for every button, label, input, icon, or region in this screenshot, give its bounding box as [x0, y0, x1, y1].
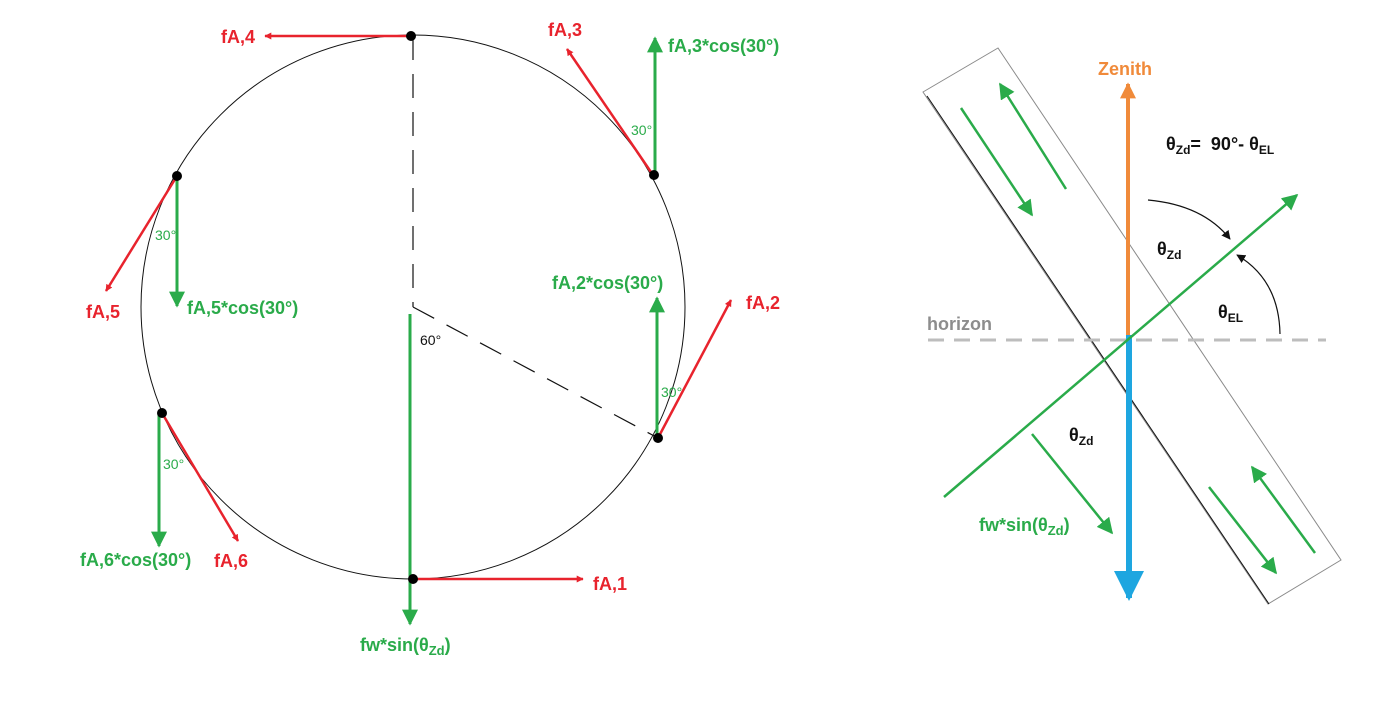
tilted-rectangle [922, 47, 1342, 605]
theta-el-label: θEL [1218, 302, 1243, 325]
left-circle-diagram: 60° fw*sin(θZd) fA,1 fA,4 fA,3 fA,3*cos(… [80, 20, 780, 658]
fw-label-left: fw*sin(θZd) [360, 635, 451, 658]
fa6-label: fA,6 [214, 551, 248, 571]
fa6-arrow [160, 412, 240, 542]
fa3cos-label: fA,3*cos(30°) [668, 36, 779, 56]
fw-arrow-right [1031, 433, 1114, 535]
point-top [406, 31, 416, 41]
point-upper-left [172, 171, 182, 181]
theta-zd-label-lower: θZd [1069, 425, 1093, 448]
fw-label-right: fw*sin(θZd) [979, 515, 1070, 538]
fa2-arrow [656, 299, 733, 439]
normal-axis-arrow [943, 193, 1299, 498]
right-tilted-diagram: horizon Zenith fw*sin(θZd) θZd θEL θZd θ… [922, 47, 1342, 605]
fa2-label: fA,2 [746, 293, 780, 313]
tilted-rectangle-inner-edge [926, 95, 1270, 605]
point-bottom [408, 574, 418, 584]
point-lower-right [653, 433, 663, 443]
angle-30-fa2: 30° [661, 384, 682, 400]
horizon-label: horizon [927, 314, 992, 334]
zenith-label: Zenith [1098, 59, 1152, 79]
theta-el-arc [1236, 254, 1281, 335]
fa5-arrow [104, 175, 179, 292]
fa2cos-label: fA,2*cos(30°) [552, 273, 663, 293]
angle-30-fa5: 30° [155, 227, 176, 243]
flow-arrow-down-1 [959, 107, 1034, 217]
fa1-label: fA,1 [593, 574, 627, 594]
angle-60-label: 60° [420, 332, 441, 348]
point-lower-left [157, 408, 167, 418]
point-upper-right [649, 170, 659, 180]
angle-30-fa6: 30° [163, 456, 184, 472]
angle-equation: θZd= 90°- θEL [1166, 134, 1274, 157]
fa4-label: fA,4 [221, 27, 255, 47]
fa5cos-label: fA,5*cos(30°) [187, 298, 298, 318]
theta-zd-label-upper: θZd [1157, 239, 1181, 262]
fa3-arrow [565, 48, 655, 176]
flow-arrow-down-2 [1208, 486, 1277, 575]
fa5-label: fA,5 [86, 302, 120, 322]
flow-arrow-up-2 [1250, 465, 1317, 554]
flow-arrow-up-left-1 [998, 82, 1068, 190]
angle-30-fa3: 30° [631, 122, 652, 138]
fa3-label: fA,3 [548, 20, 582, 40]
fa6cos-label: fA,6*cos(30°) [80, 550, 191, 570]
theta-zd-arc [1147, 199, 1231, 240]
dashed-diagonal-radius [412, 306, 659, 439]
